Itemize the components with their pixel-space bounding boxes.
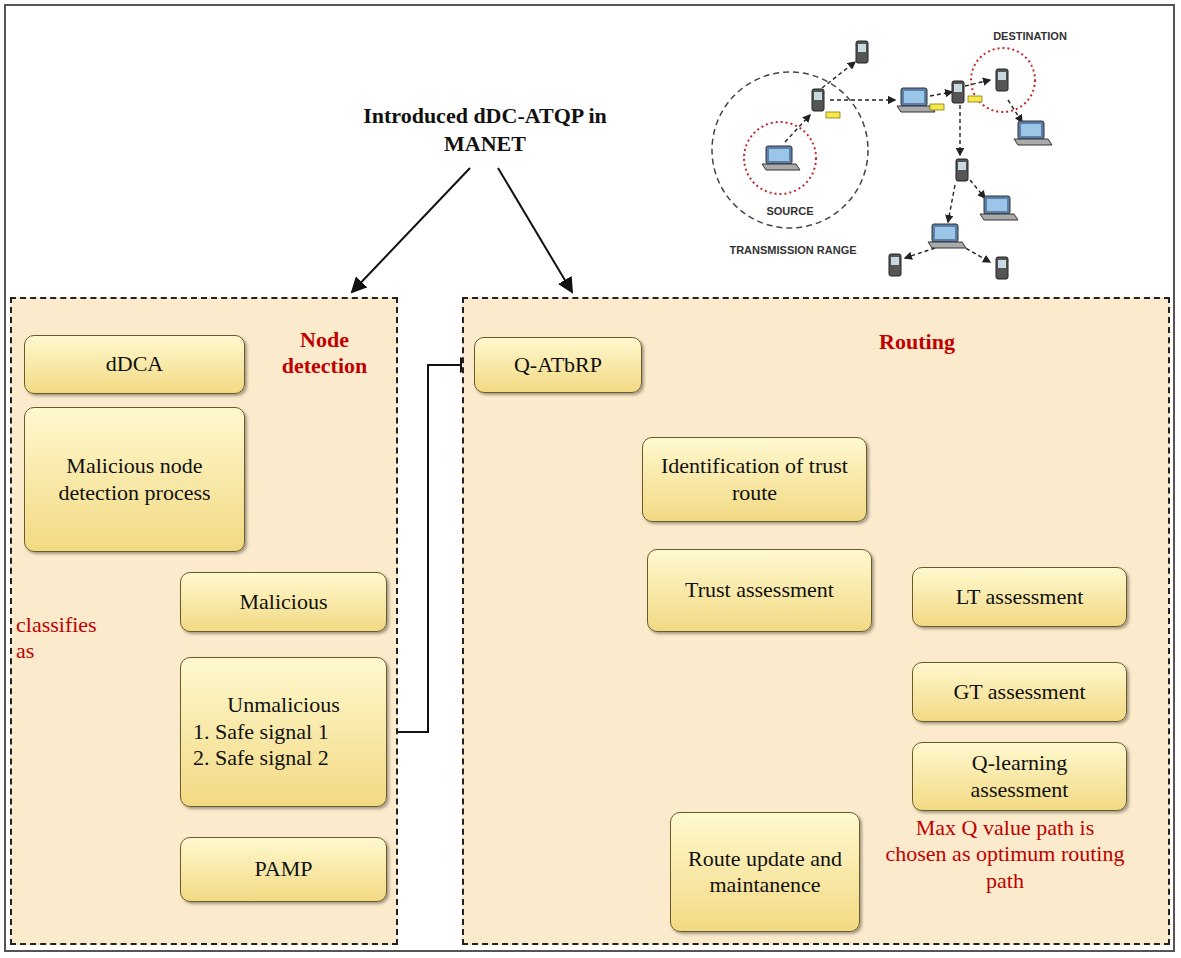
process-box: Q-learning assessment: [912, 742, 1127, 811]
box-text: GT assessment: [953, 679, 1085, 705]
diagram-title: Introduced dDC-ATQP in MANET: [345, 102, 625, 157]
panel-heading: Routing: [862, 329, 972, 355]
illustration-label: SOURCE: [760, 205, 820, 217]
process-box: LT assessment: [912, 567, 1127, 627]
process-box: Malicious node detection process: [24, 407, 245, 552]
box-text: LT assessment: [956, 584, 1084, 610]
box-text: Trust assessment: [685, 577, 834, 603]
illustration-label: TRANSMISSION RANGE: [718, 244, 868, 256]
box-text: Unmalicious: [227, 692, 339, 718]
process-box: Route update and maintanence: [670, 812, 860, 932]
box-text: Route update and maintanence: [679, 846, 851, 899]
process-box: GT assessment: [912, 662, 1127, 722]
process-box: PAMP: [180, 837, 387, 902]
connector-arrow: [387, 365, 474, 732]
box-text: Malicious node detection process: [33, 453, 236, 506]
note-text: classifies as: [16, 612, 120, 665]
process-box: Identification of trust route: [642, 437, 867, 522]
process-box: Q-ATbRP: [474, 337, 642, 393]
process-box: Unmalicious1. Safe signal 12. Safe signa…: [180, 657, 387, 807]
box-text: 1. Safe signal 1: [189, 719, 329, 745]
box-text: dDCA: [106, 351, 163, 377]
box-text: Identification of trust route: [651, 453, 858, 506]
box-text: Q-learning assessment: [921, 750, 1118, 803]
edge-label: Max Q value path is chosen as optimum ro…: [885, 815, 1125, 894]
illustration-label: DESTINATION: [985, 30, 1075, 42]
process-box: Trust assessment: [647, 549, 872, 632]
box-text: PAMP: [255, 856, 313, 882]
box-text: Q-ATbRP: [514, 352, 602, 378]
box-text: 2. Safe signal 2: [189, 745, 329, 771]
box-text: Malicious: [240, 589, 328, 615]
process-box: dDCA: [24, 335, 245, 394]
panel-heading: Node detection: [262, 327, 387, 380]
process-box: Malicious: [180, 572, 387, 632]
